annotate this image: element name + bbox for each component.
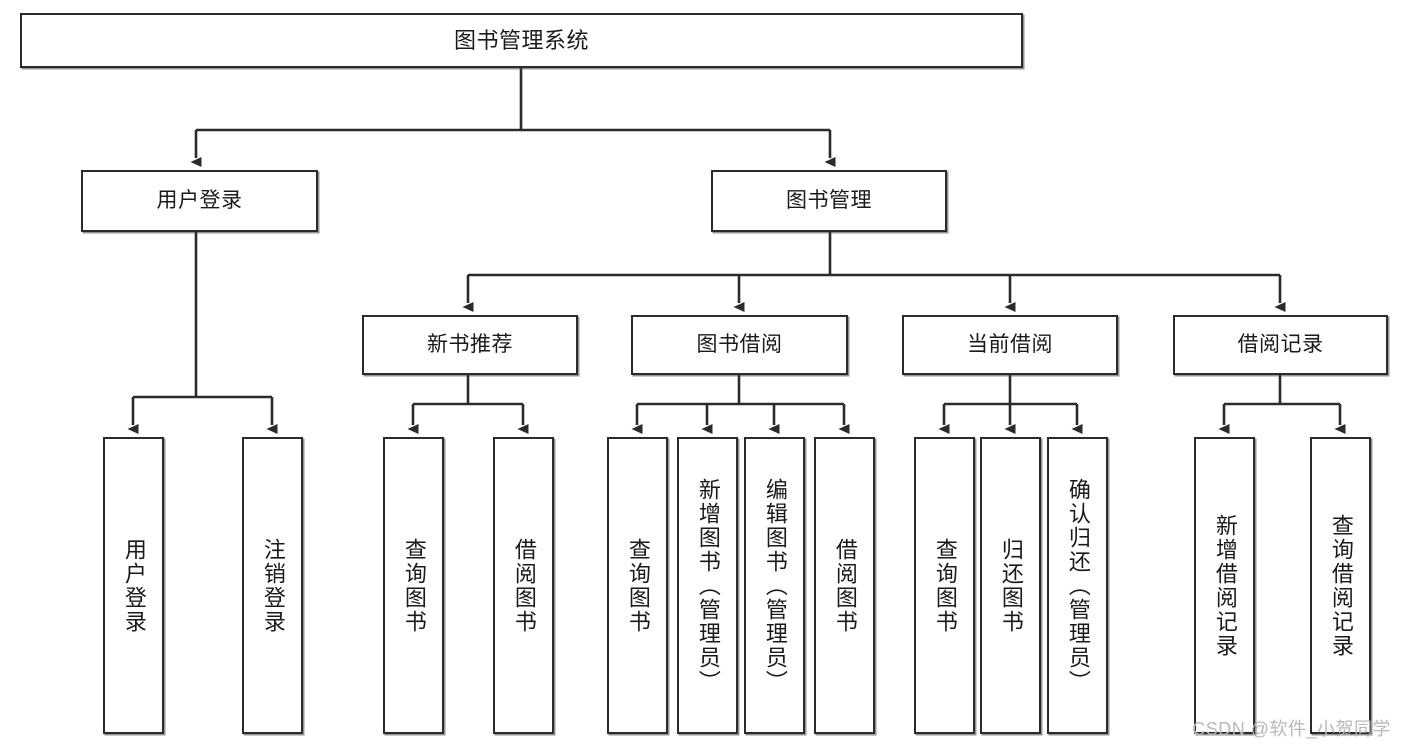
node-label: 用户登录 (156, 188, 243, 212)
leaf-add-book-admin[interactable]: 新增图书（管理员） (677, 437, 738, 734)
node-label: 新增借阅记录 (1212, 513, 1238, 658)
node-label: 借阅图书 (832, 537, 858, 634)
node-label: 归还图书 (998, 537, 1024, 634)
node-label: 编辑图书（管理员） (762, 477, 788, 694)
node-label: 图书管理 (786, 188, 872, 212)
node-label: 查询图书 (401, 537, 427, 634)
node-borrow-record[interactable]: 借阅记录 (1173, 315, 1388, 375)
node-label: 查询图书 (932, 537, 958, 634)
node-label: 查询图书 (625, 537, 651, 634)
node-root-system[interactable]: 图书管理系统 (20, 13, 1023, 68)
node-book-management[interactable]: 图书管理 (711, 170, 947, 232)
node-current-borrow[interactable]: 当前借阅 (902, 315, 1118, 375)
leaf-edit-book-admin[interactable]: 编辑图书（管理员） (744, 437, 805, 734)
leaf-add-borrow-record[interactable]: 新增借阅记录 (1194, 437, 1255, 734)
leaf-query-book-current[interactable]: 查询图书 (914, 437, 975, 734)
node-label: 当前借阅 (967, 332, 1053, 356)
leaf-query-book-borrow[interactable]: 查询图书 (607, 437, 668, 734)
node-label: 图书管理系统 (453, 27, 589, 53)
leaf-return-book[interactable]: 归还图书 (980, 437, 1041, 734)
node-label: 注销登录 (260, 537, 286, 634)
node-book-borrow[interactable]: 图书借阅 (631, 315, 848, 375)
node-label: 用户登录 (121, 537, 147, 634)
node-label: 图书借阅 (696, 332, 783, 356)
node-label: 确认归还（管理员） (1065, 477, 1091, 694)
leaf-logout[interactable]: 注销登录 (242, 437, 303, 734)
leaf-query-book-new[interactable]: 查询图书 (383, 437, 444, 734)
node-new-book-recommend[interactable]: 新书推荐 (362, 315, 578, 375)
node-label: 借阅图书 (511, 537, 537, 634)
node-user-login[interactable]: 用户登录 (81, 170, 318, 232)
leaf-borrow-book-borrow[interactable]: 借阅图书 (814, 437, 875, 734)
leaf-user-login[interactable]: 用户登录 (103, 437, 164, 734)
node-label: 借阅记录 (1237, 332, 1324, 356)
leaf-query-borrow-record[interactable]: 查询借阅记录 (1310, 437, 1371, 734)
node-label: 新增图书（管理员） (695, 477, 721, 694)
node-label: 新书推荐 (427, 332, 513, 356)
leaf-borrow-book-new[interactable]: 借阅图书 (493, 437, 554, 734)
leaf-confirm-return-admin[interactable]: 确认归还（管理员） (1047, 437, 1108, 734)
node-label: 查询借阅记录 (1328, 513, 1354, 658)
